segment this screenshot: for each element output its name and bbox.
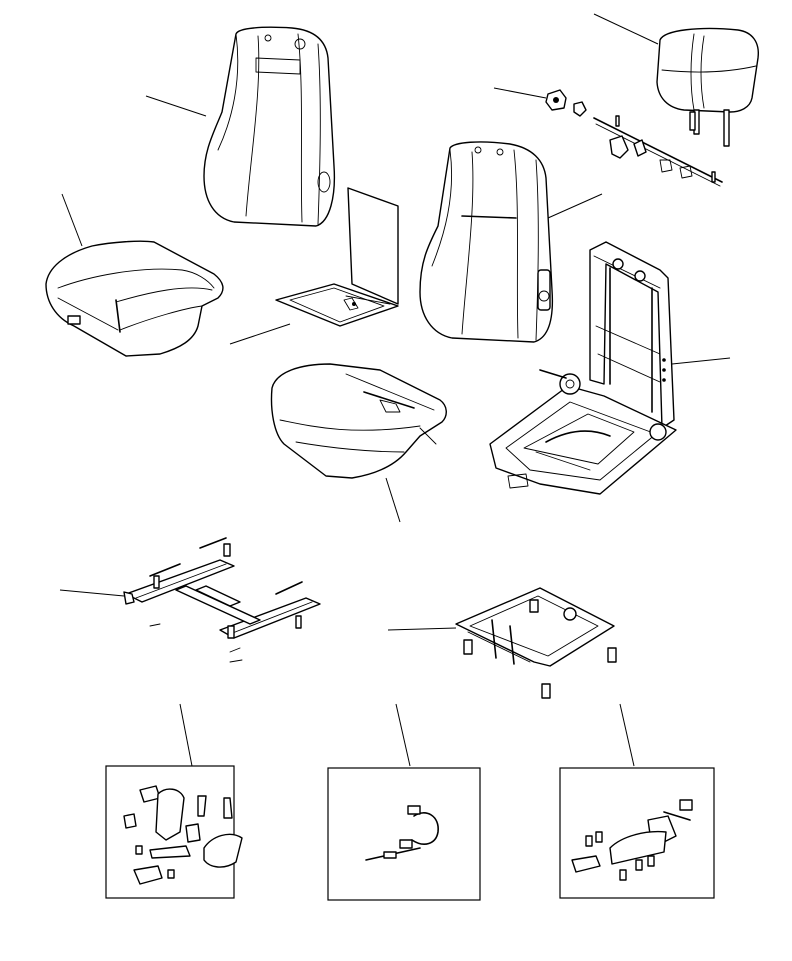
harness-kit[interactable] bbox=[327, 767, 481, 901]
knob[interactable] bbox=[545, 89, 587, 117]
lever-kit[interactable] bbox=[105, 765, 243, 899]
seat-cushion-cover[interactable] bbox=[270, 363, 447, 479]
leader-slide-rail bbox=[59, 589, 125, 597]
base-plate[interactable] bbox=[455, 587, 617, 699]
leader-lever-kit bbox=[179, 703, 193, 767]
seat-frame[interactable] bbox=[489, 241, 677, 495]
leader-seat-back-cover bbox=[145, 95, 207, 117]
headrest[interactable] bbox=[656, 27, 759, 147]
leader-bracket-kit bbox=[619, 703, 635, 767]
heater-sheet[interactable] bbox=[275, 187, 399, 327]
seat-cushion-pad[interactable] bbox=[45, 240, 224, 357]
seat-back-pad[interactable] bbox=[419, 141, 554, 343]
leader-seat-cushion-pad bbox=[61, 193, 83, 247]
slide-rail-assembly[interactable] bbox=[123, 537, 321, 663]
leader-seat-back-pad bbox=[547, 193, 603, 219]
bracket-kit[interactable] bbox=[559, 767, 715, 899]
leader-knob bbox=[493, 87, 547, 99]
headrest-guides[interactable] bbox=[593, 115, 723, 187]
leader-seat-cushion-cover bbox=[385, 477, 401, 523]
leader-headrest bbox=[593, 13, 659, 45]
seat-back-cover[interactable] bbox=[203, 26, 336, 227]
leader-harness-kit bbox=[395, 703, 411, 767]
leader-heater-sheet bbox=[229, 323, 291, 345]
leader-base-plate bbox=[387, 627, 457, 631]
leader-seat-frame bbox=[671, 357, 731, 365]
